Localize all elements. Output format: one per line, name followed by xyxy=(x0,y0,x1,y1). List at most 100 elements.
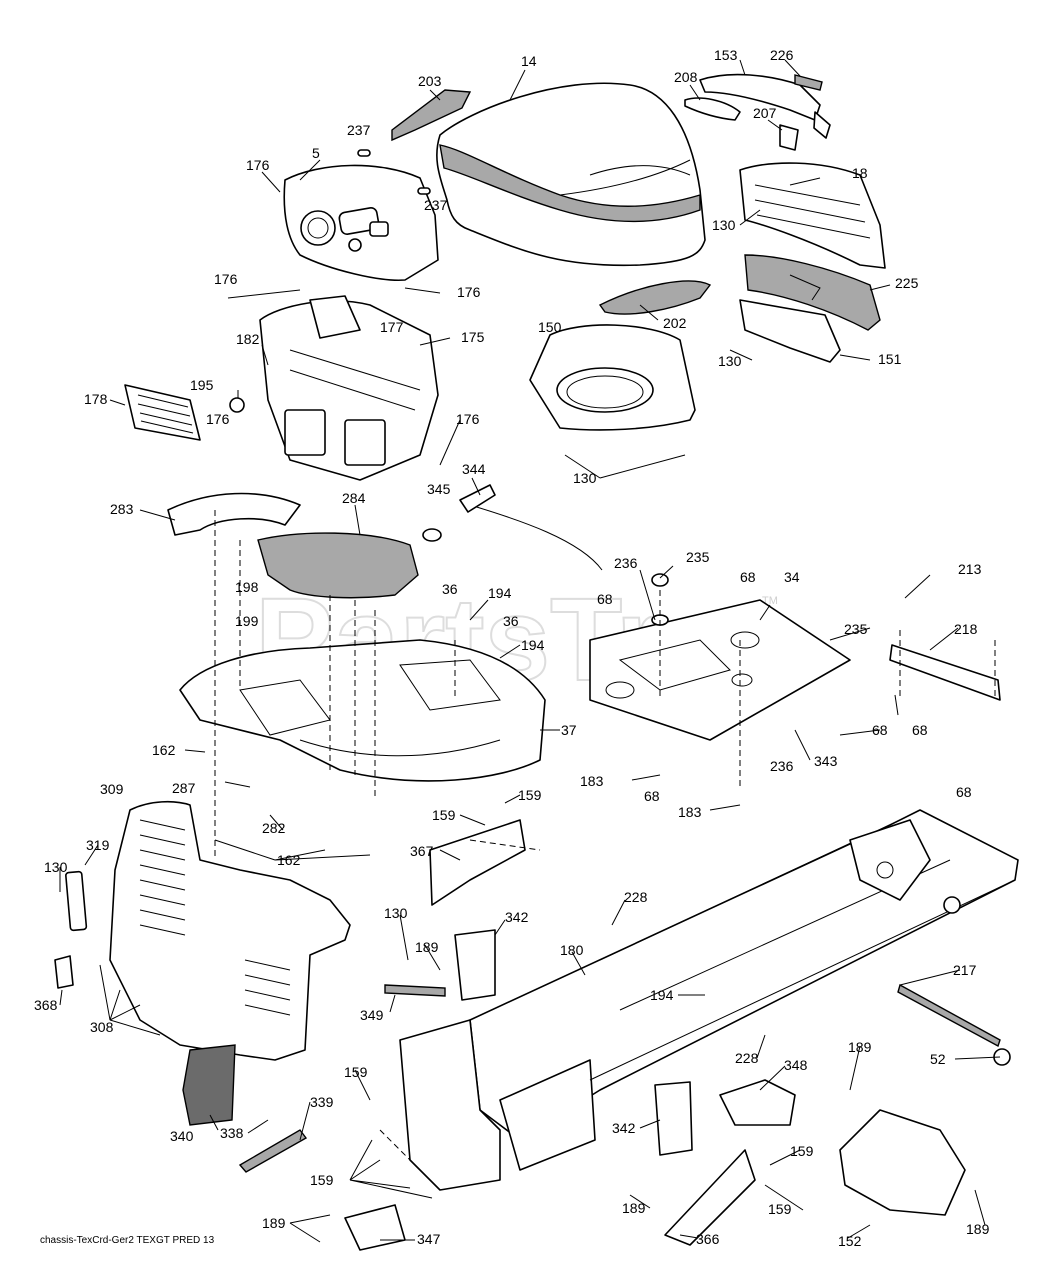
knob-195 xyxy=(229,397,245,413)
strip-319 xyxy=(65,870,88,932)
callout-label: 189 xyxy=(848,1039,872,1055)
headlight-trim-part xyxy=(684,73,831,151)
callout-label: 150 xyxy=(538,319,562,335)
callout-label: 343 xyxy=(814,753,838,769)
callout-label: 130 xyxy=(712,217,736,233)
callout-label: 199 xyxy=(235,613,259,629)
callout-label: 18 xyxy=(852,165,868,181)
bracket-348 xyxy=(719,1079,796,1126)
hood-trim-part xyxy=(391,89,472,142)
bracket-367 xyxy=(429,819,526,906)
callout-label: 68 xyxy=(872,722,888,738)
callout-label: 226 xyxy=(770,47,794,63)
callout-label: 37 xyxy=(561,722,577,738)
callout-label: 367 xyxy=(410,843,434,859)
callout-label: 176 xyxy=(246,157,270,173)
callout-label: 207 xyxy=(753,105,777,121)
callout-label: 130 xyxy=(718,353,742,369)
callout-label: 349 xyxy=(360,1007,384,1023)
callout-label: 195 xyxy=(190,377,214,393)
lever-339 xyxy=(238,1129,308,1173)
callout-label: 178 xyxy=(84,391,108,407)
callout-label: 348 xyxy=(784,1057,808,1073)
bracket-202 xyxy=(598,280,712,315)
fender-37 xyxy=(179,639,546,782)
callout-label: 14 xyxy=(521,53,537,69)
callout-label: 198 xyxy=(235,579,259,595)
callout-label: 162 xyxy=(277,852,301,868)
bracket-342 xyxy=(454,929,496,1001)
throttle-lever xyxy=(459,484,496,513)
callout-label: 176 xyxy=(456,411,480,427)
callout-label: 189 xyxy=(622,1200,646,1216)
callout-label: 213 xyxy=(958,561,982,577)
callout-label: 162 xyxy=(152,742,176,758)
rod-217 xyxy=(897,983,1001,1048)
dash-support-175 xyxy=(259,295,439,481)
callout-label: 236 xyxy=(770,758,794,774)
callout-label: 194 xyxy=(521,637,545,653)
callout-label: 368 xyxy=(34,997,58,1013)
callout-label: 225 xyxy=(895,275,919,291)
hood-part xyxy=(436,82,706,267)
fender-cover-283 xyxy=(167,492,301,536)
callout-label: 68 xyxy=(644,788,660,804)
callout-label: 194 xyxy=(650,987,674,1003)
callout-label: 189 xyxy=(966,1221,990,1237)
callout-label: 130 xyxy=(384,905,408,921)
callout-label: 159 xyxy=(518,787,542,803)
callout-label: 236 xyxy=(614,555,638,571)
callout-label: 182 xyxy=(236,331,260,347)
callout-label: 176 xyxy=(457,284,481,300)
fastener-237b xyxy=(417,187,431,195)
callout-label: 52 xyxy=(930,1051,946,1067)
callout-label: 189 xyxy=(262,1215,286,1231)
rod-349 xyxy=(384,984,446,997)
callout-label: 130 xyxy=(573,470,597,486)
callout-label: 345 xyxy=(427,481,451,497)
callout-label: 203 xyxy=(418,73,442,89)
callout-label: 235 xyxy=(844,621,868,637)
callout-label: 194 xyxy=(488,585,512,601)
bracket-342-lower xyxy=(654,1081,693,1156)
callout-label: 176 xyxy=(214,271,238,287)
callout-label: 159 xyxy=(790,1143,814,1159)
mat-340 xyxy=(182,1044,236,1126)
callout-label: 68 xyxy=(956,784,972,800)
callout-label: 180 xyxy=(560,942,584,958)
callout-label: 34 xyxy=(784,569,800,585)
chassis-plate-34 xyxy=(589,573,851,741)
callout-label: 36 xyxy=(442,581,458,597)
dash-panel-part xyxy=(283,164,439,282)
callout-label: 308 xyxy=(90,1019,114,1035)
callout-label: 235 xyxy=(686,549,710,565)
callout-label: 159 xyxy=(432,807,456,823)
callout-label: 152 xyxy=(838,1233,862,1249)
callout-label: 237 xyxy=(347,122,371,138)
callout-label: 130 xyxy=(44,859,68,875)
callout-label: 338 xyxy=(220,1125,244,1141)
bracket-347 xyxy=(344,1204,406,1251)
callout-label: 366 xyxy=(696,1231,720,1247)
callout-label: 68 xyxy=(912,722,928,738)
callout-label: 68 xyxy=(740,569,756,585)
cap-368 xyxy=(54,955,74,989)
callout-label: 202 xyxy=(663,315,687,331)
callout-label: 344 xyxy=(462,461,486,477)
callout-label: 283 xyxy=(110,501,134,517)
callout-label: 159 xyxy=(344,1064,368,1080)
callout-label: 282 xyxy=(262,820,286,836)
callout-label: 319 xyxy=(86,837,110,853)
callout-label: 177 xyxy=(380,319,404,335)
callout-label: 309 xyxy=(100,781,124,797)
callout-label: 237 xyxy=(424,197,448,213)
bracket-218 xyxy=(889,644,1001,701)
callout-label: 287 xyxy=(172,780,196,796)
shroud-150 xyxy=(529,324,696,431)
panel-309 xyxy=(109,800,351,1061)
grille-part xyxy=(739,162,886,331)
callout-label: 151 xyxy=(878,351,902,367)
callout-label: 217 xyxy=(953,962,977,978)
callout-label: 153 xyxy=(714,47,738,63)
